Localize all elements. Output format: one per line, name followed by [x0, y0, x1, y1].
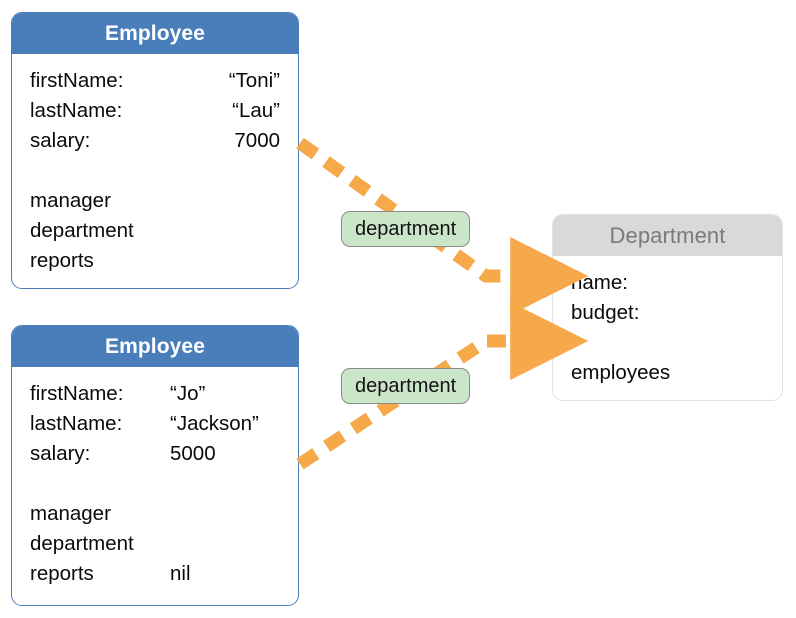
reference-row: department [30, 529, 284, 559]
reference-key: employees [571, 361, 671, 384]
section-spacer [571, 328, 768, 358]
reference-key: department [30, 532, 134, 555]
object-box-department[interactable]: Department name: budget: employees [552, 214, 783, 401]
arrow-employee-toni-to-department [296, 137, 589, 315]
reference-key: department [30, 219, 134, 242]
property-value: 5000 [170, 442, 216, 465]
reference-value [170, 529, 284, 559]
reference-row: reports [30, 246, 284, 276]
reference-value [134, 216, 284, 246]
relationship-label-department-bottom[interactable]: department [341, 368, 471, 404]
property-row: budget: [571, 298, 768, 328]
reference-row: manager [30, 186, 284, 216]
section-spacer [30, 469, 284, 499]
object-header-department: Department [553, 215, 782, 256]
reference-value [711, 358, 768, 388]
property-key: lastName: [30, 99, 123, 122]
reference-row: reports nil [30, 559, 284, 589]
property-row: lastName: “Lau” [30, 96, 284, 126]
property-value [711, 298, 768, 328]
reference-key: reports [30, 562, 94, 585]
reference-value [94, 246, 284, 276]
object-body-employee-jo: firstName: “Jo” lastName: “Jackson” sala… [12, 367, 298, 605]
reference-row: employees [571, 358, 768, 388]
property-value: “Jackson” [170, 412, 259, 435]
object-body-employee-toni: firstName: “Toni” lastName: “Lau” salary… [12, 54, 298, 288]
object-header-employee-toni: Employee [12, 13, 298, 54]
property-key: salary: [30, 129, 91, 152]
property-key: firstName: [30, 69, 124, 92]
property-key: firstName: [30, 382, 124, 405]
property-row: firstName: “Jo” [30, 379, 284, 409]
property-value: “Toni” [228, 69, 280, 92]
property-value: “Lau” [232, 99, 280, 122]
property-key: lastName: [30, 412, 123, 435]
property-row: name: [571, 268, 768, 298]
object-header-employee-jo: Employee [12, 326, 298, 367]
property-key: name: [571, 271, 628, 294]
property-key: budget: [571, 301, 640, 324]
property-key: salary: [30, 442, 91, 465]
reference-key: reports [30, 249, 94, 272]
property-row: salary: 5000 [30, 439, 284, 469]
object-box-employee-jo[interactable]: Employee firstName: “Jo” lastName: “Jack… [11, 325, 299, 606]
reference-value [111, 186, 284, 216]
reference-key: manager [30, 189, 111, 212]
property-value: “Jo” [170, 382, 206, 405]
relationship-label-department-top[interactable]: department [341, 211, 471, 247]
reference-value: nil [170, 562, 191, 585]
object-body-department: name: budget: employees [553, 256, 782, 400]
reference-row: manager [30, 499, 284, 529]
object-box-employee-toni[interactable]: Employee firstName: “Toni” lastName: “La… [11, 12, 299, 289]
reference-row: department [30, 216, 284, 246]
property-row: lastName: “Jackson” [30, 409, 284, 439]
property-row: firstName: “Toni” [30, 66, 284, 96]
reference-key: manager [30, 502, 111, 525]
reference-value [170, 499, 284, 529]
property-row: salary: 7000 [30, 126, 284, 156]
property-value [711, 268, 768, 298]
property-value: 7000 [234, 129, 280, 152]
section-spacer [30, 156, 284, 186]
